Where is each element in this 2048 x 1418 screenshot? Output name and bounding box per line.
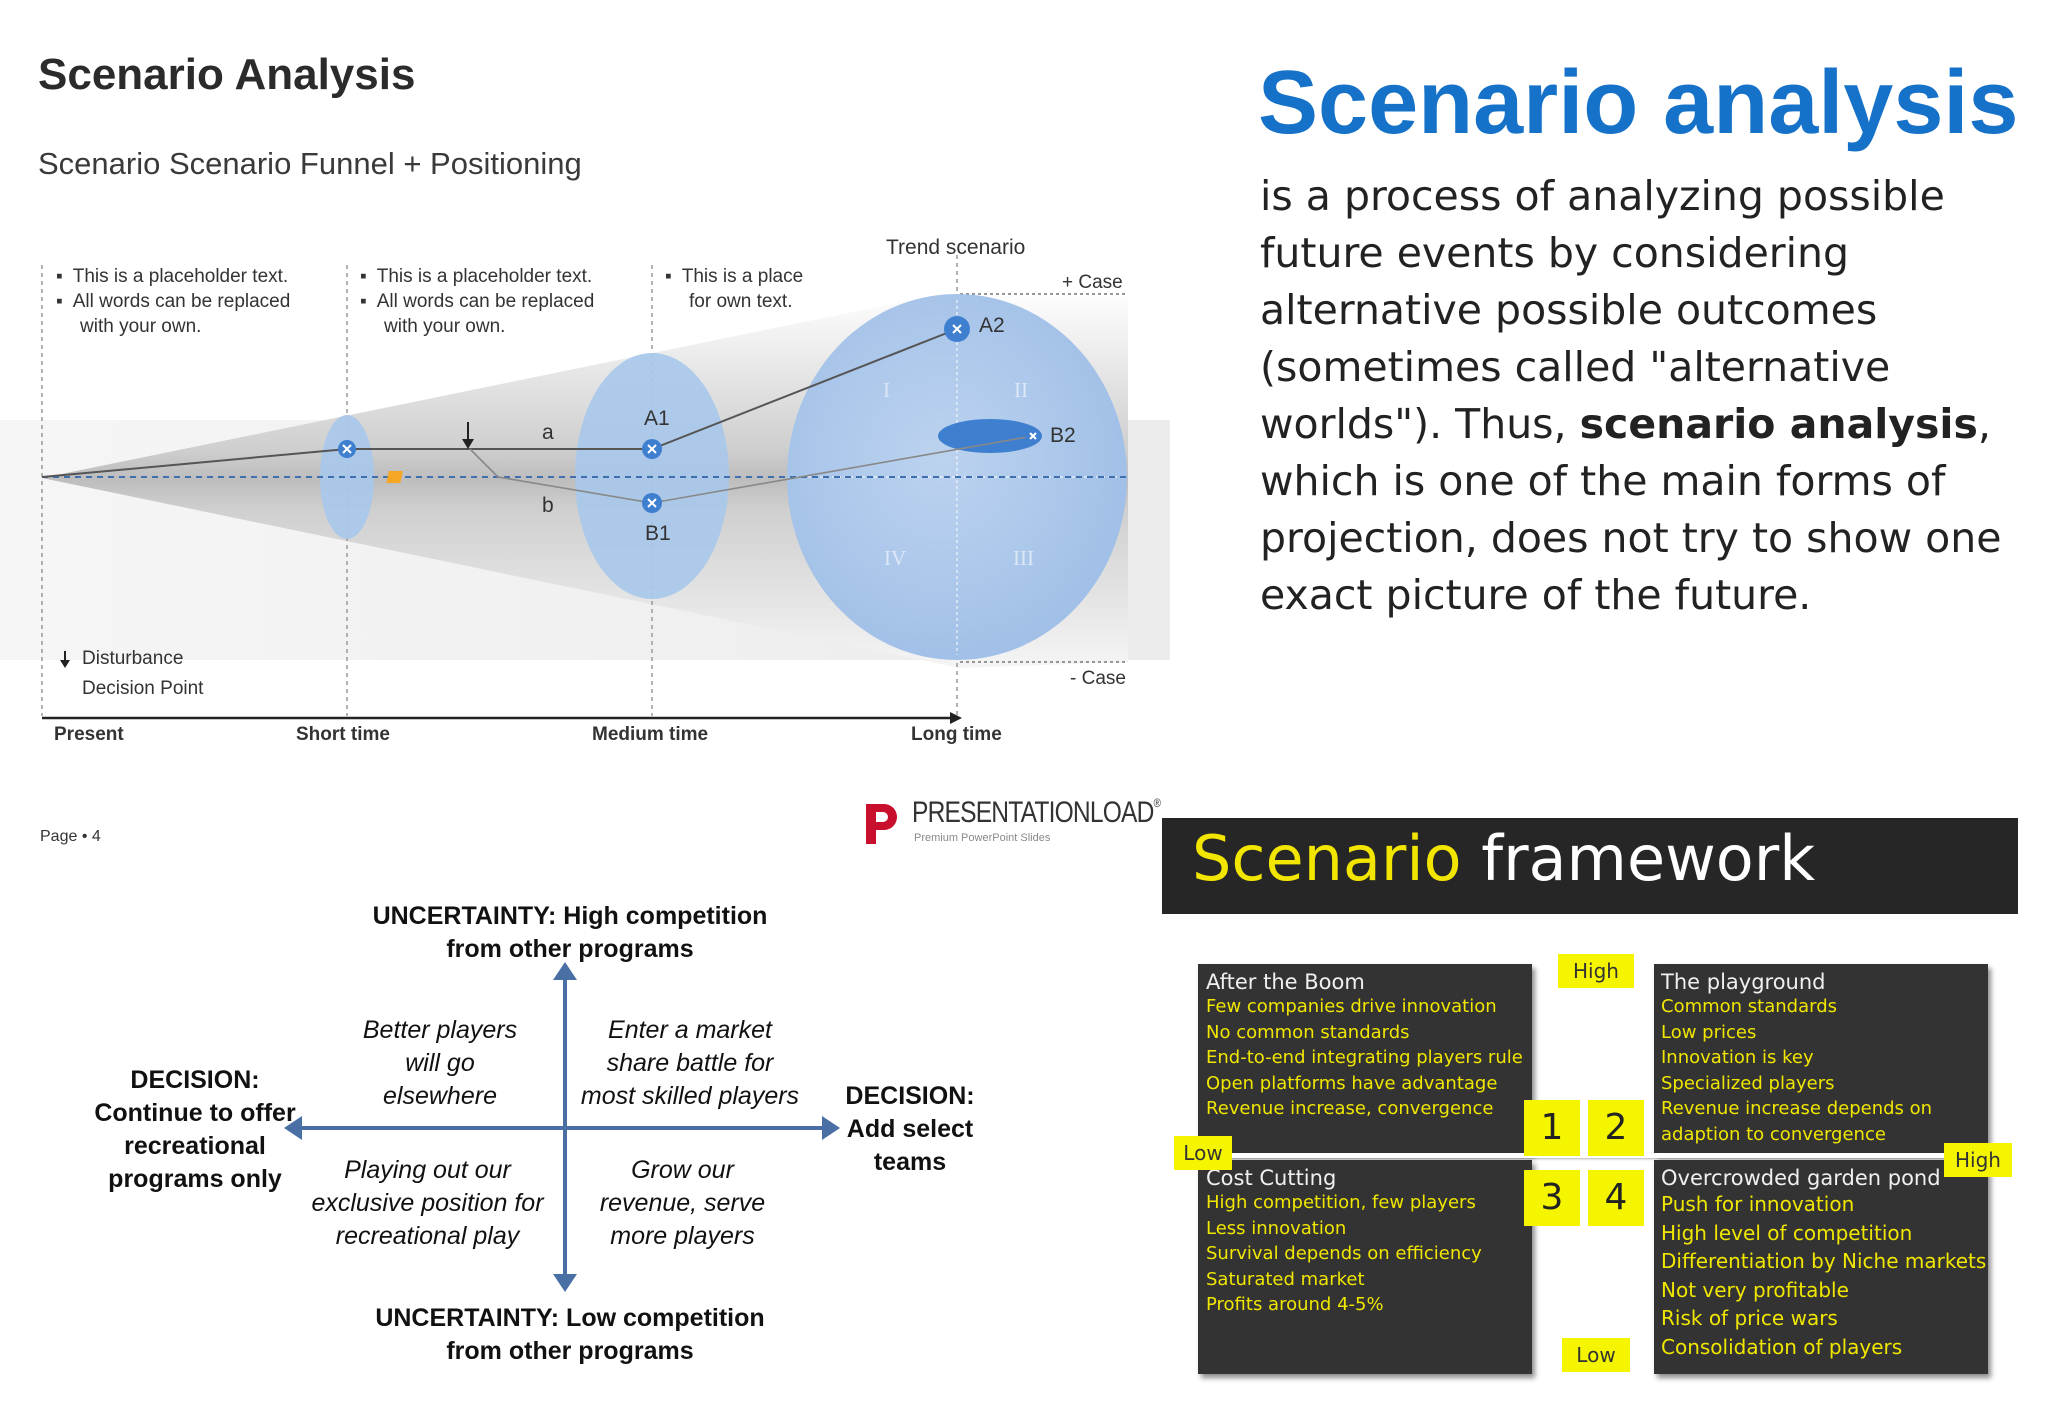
scenario-path-a: [41, 328, 958, 478]
funnel-subtitle: Scenario Scenario Funnel + Positioning: [38, 146, 582, 181]
framework-number-4: 4: [1588, 1170, 1644, 1226]
brand-name: PRESENTATIONLOAD®: [912, 796, 1161, 829]
timeline-medium-time: Medium time: [592, 724, 709, 745]
decision-point-marker: [386, 471, 403, 483]
main-description: is a process of analyzing possible futur…: [1260, 172, 2002, 619]
presentationload-logo-icon: [866, 804, 897, 844]
framework-box-after-the-boom: [1198, 964, 1532, 1154]
quadrant-ii-label: II: [1014, 378, 1028, 402]
framework-box-playground: [1654, 964, 1988, 1154]
point-a1-label: A1: [644, 407, 670, 430]
page-number: Page • 4: [40, 828, 101, 845]
quadrant-i-label: I: [883, 378, 890, 402]
timeline-long-time: Long time: [911, 724, 1002, 745]
brand-tagline: Premium PowerPoint Slides: [914, 832, 1051, 844]
point-a2-label: A2: [979, 314, 1005, 337]
framework-low-bottom-tag: Low: [1562, 1338, 1630, 1372]
framework-title: Scenario framework: [1192, 822, 1816, 895]
box-bl-content: Cost Cutting High competition, few playe…: [1206, 1166, 1482, 1315]
point-b1-label: B1: [645, 522, 671, 545]
framework-high-top-tag: High: [1558, 954, 1634, 988]
axis-arrow-down: [553, 1274, 577, 1292]
framework-high-right-tag: High: [1944, 1143, 2012, 1177]
box-tl-content: After the Boom Few companies drive innov…: [1206, 970, 1523, 1119]
framework-number-2: 2: [1588, 1100, 1644, 1156]
b2-area-ellipse: [938, 419, 1042, 453]
plus-case-label: + Case: [1062, 272, 1123, 293]
note-3: This is a place for own text.: [665, 264, 803, 314]
box-tr-content: The playground Common standards Low pric…: [1661, 970, 1933, 1145]
timeline-present: Present: [54, 724, 124, 745]
funnel-title: Scenario Analysis: [38, 50, 416, 99]
timeline-short-time: Short time: [296, 724, 390, 745]
box-br-content: Overcrowded garden pond Push for innovat…: [1661, 1166, 1987, 1359]
axis-arrow-up: [553, 962, 577, 980]
framework-box-cost-cutting: [1198, 1160, 1532, 1374]
main-title: Scenario analysis: [1258, 53, 2019, 153]
framework-header-bar: [1162, 818, 2018, 914]
framework-number-3: 3: [1524, 1170, 1580, 1226]
legend-disturbance: Disturbance: [82, 648, 184, 669]
framework-low-left-tag: Low: [1174, 1136, 1232, 1170]
quadrant-iv-label: IV: [884, 546, 907, 570]
axis-arrow-left: [284, 1116, 302, 1140]
point-a-label: a: [542, 421, 554, 444]
minus-case-label: - Case: [1070, 668, 1126, 689]
legend-decision-point: Decision Point: [82, 678, 204, 699]
point-b2-label: B2: [1050, 424, 1076, 447]
disturbance-legend-icon: [60, 660, 70, 668]
framework-number-1: 1: [1524, 1100, 1580, 1156]
scenario-path-b: [469, 435, 1034, 504]
note-1: This is a placeholder text. All words ca…: [56, 264, 291, 339]
framework-box-overcrowded: [1654, 1160, 1988, 1374]
scenario-funnel-panel: Scenario Analysis Scenario Scenario Funn…: [0, 0, 1170, 860]
quadrant-axes: [284, 962, 840, 1292]
note-2: This is a placeholder text. All words ca…: [360, 264, 595, 339]
axis-arrow-right: [822, 1116, 840, 1140]
funnel-diagram: [0, 255, 1170, 724]
trend-scenario-label: Trend scenario: [886, 236, 1026, 259]
short-time-ellipse: [320, 415, 374, 539]
point-b-label: b: [542, 494, 554, 517]
quadrant-iii-label: III: [1013, 546, 1034, 570]
